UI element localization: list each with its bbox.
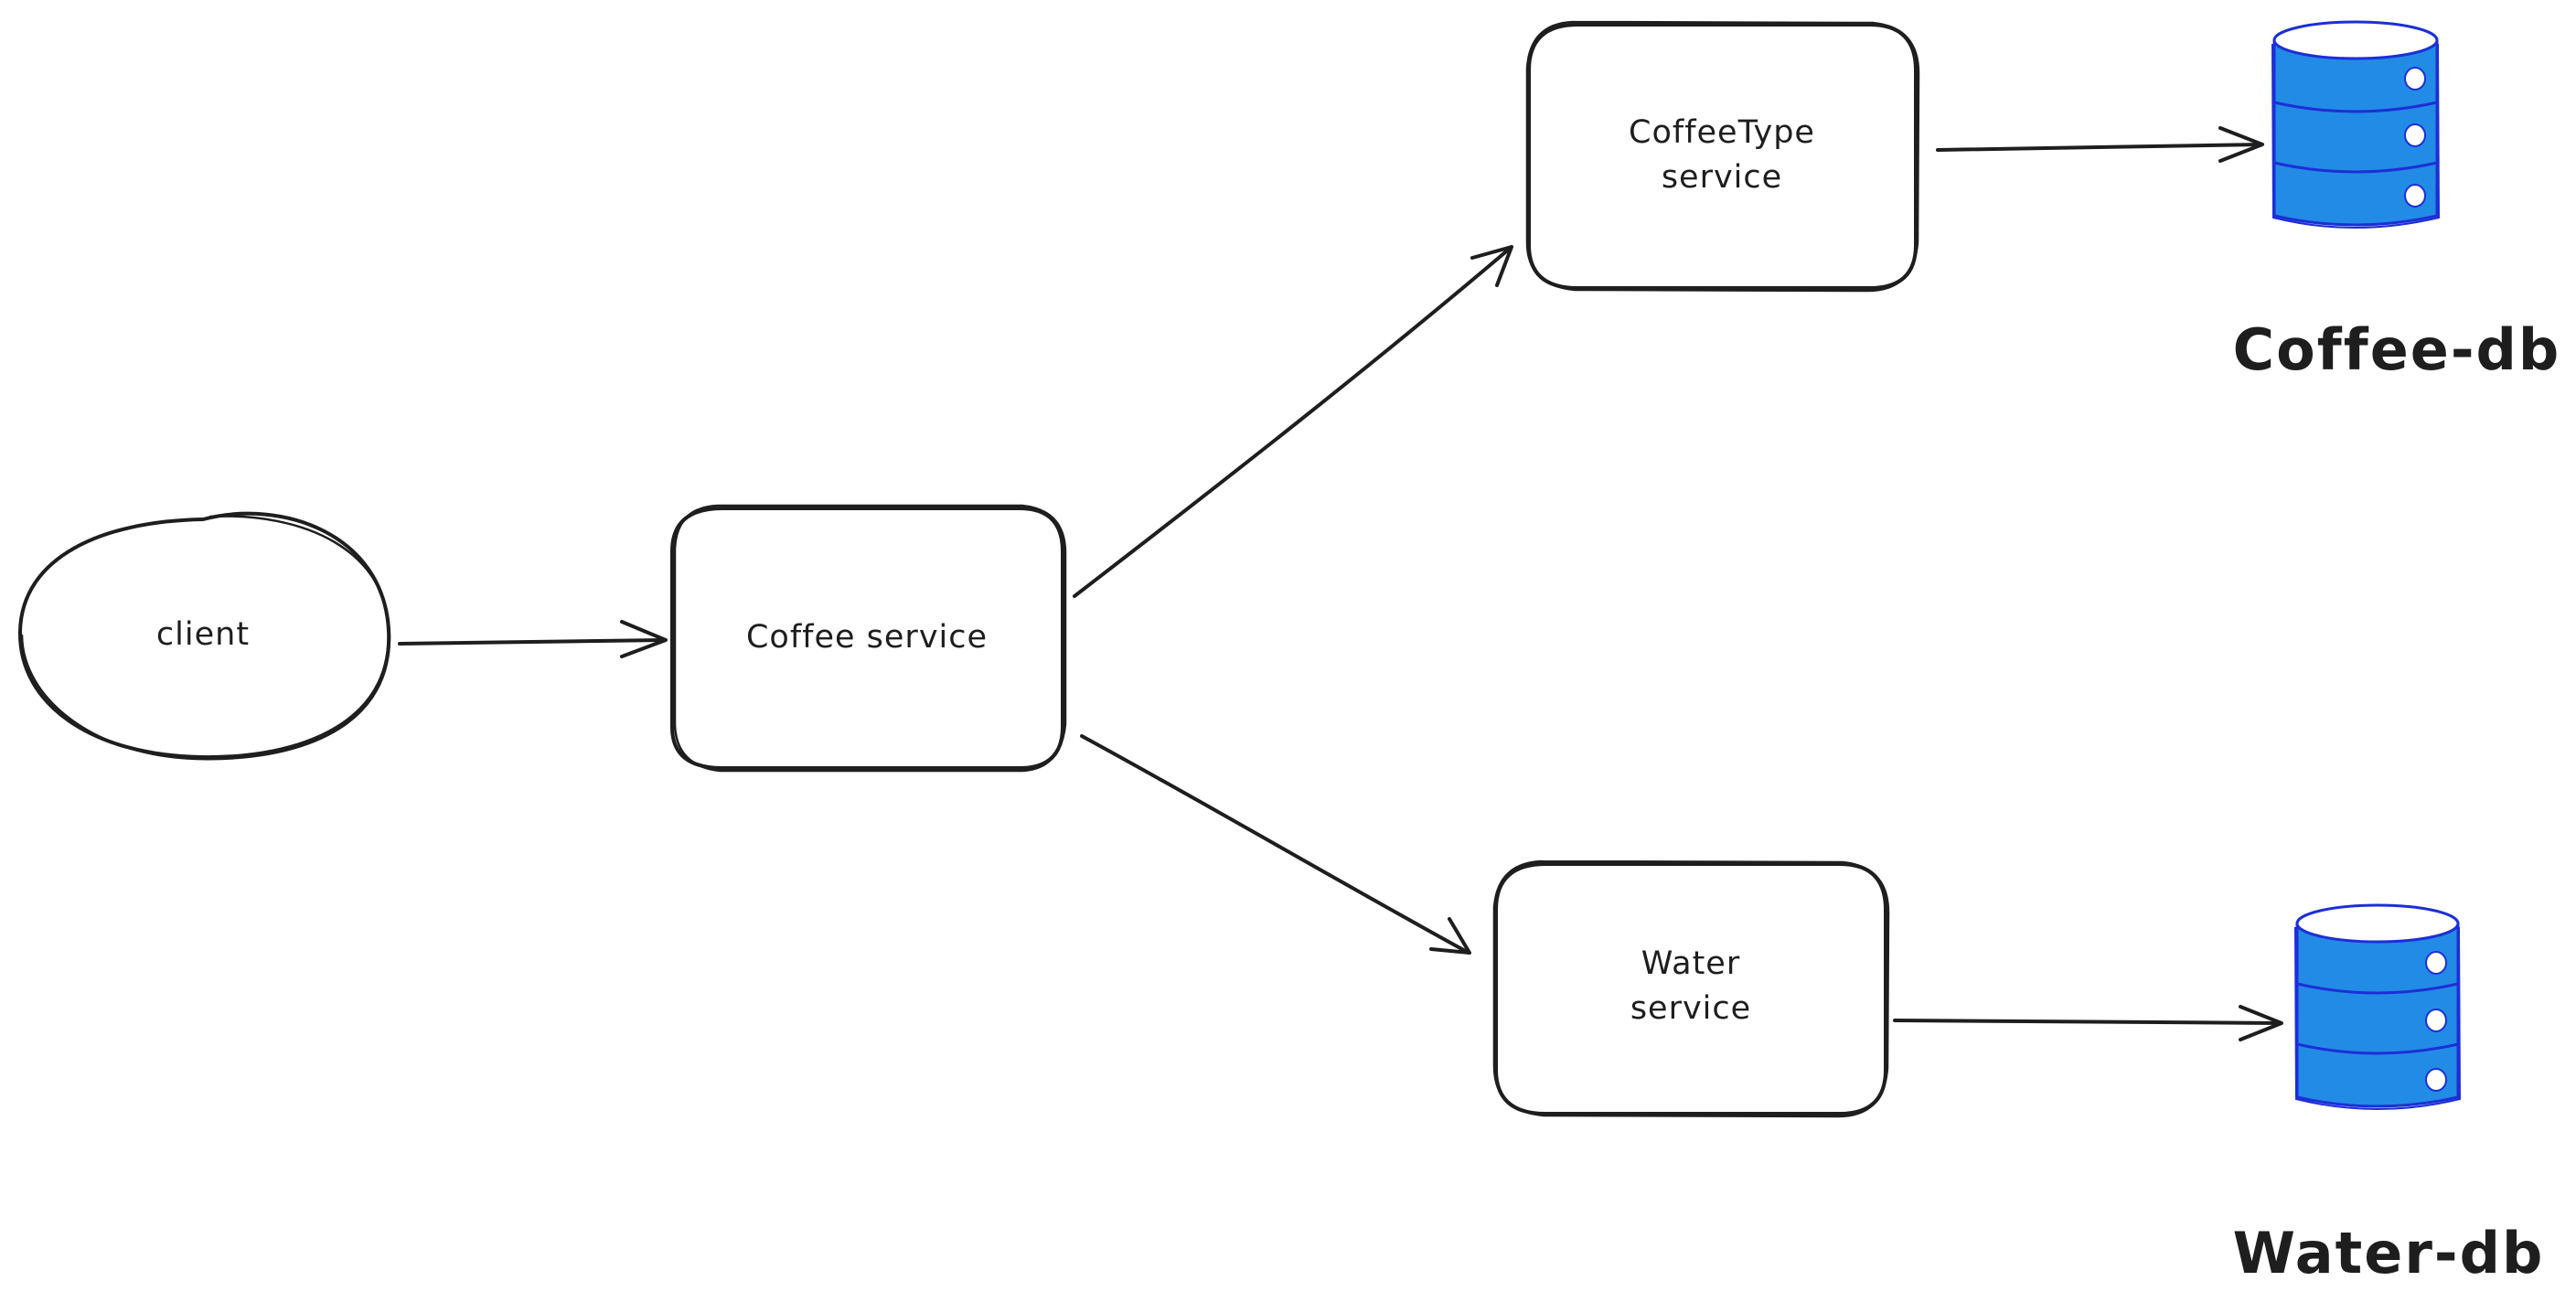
edge-coffee-service-to-coffeetype-service: [1073, 245, 1513, 598]
client-node[interactable]: client: [17, 511, 391, 761]
coffeetype-service-node[interactable]: CoffeeType service: [1525, 20, 1920, 293]
water-service-label-line2: service: [1630, 990, 1751, 1027]
coffee-service-node[interactable]: Coffee service: [670, 504, 1067, 773]
coffee-db-icon[interactable]: [2271, 20, 2441, 229]
coffeetype-service-label-line1: CoffeeType: [1629, 114, 1815, 151]
water-service-node[interactable]: Water service: [1492, 859, 1890, 1118]
water-db-label: Water-db: [2233, 1220, 2545, 1286]
edge-water-service-to-water-db: [1893, 1005, 2283, 1041]
water-db-icon[interactable]: [2294, 903, 2462, 1110]
edge-coffeetype-service-to-coffee-db: [1936, 126, 2264, 163]
edge-coffee-service-to-water-service: [1080, 734, 1471, 955]
water-service-label-line1: Water: [1641, 945, 1740, 982]
client-label: client: [156, 616, 250, 653]
coffeetype-service-label-line2: service: [1662, 159, 1782, 196]
coffee-service-label: Coffee service: [746, 619, 988, 656]
edge-client-to-coffee-service: [398, 620, 668, 658]
coffee-db-label: Coffee-db: [2233, 316, 2561, 383]
